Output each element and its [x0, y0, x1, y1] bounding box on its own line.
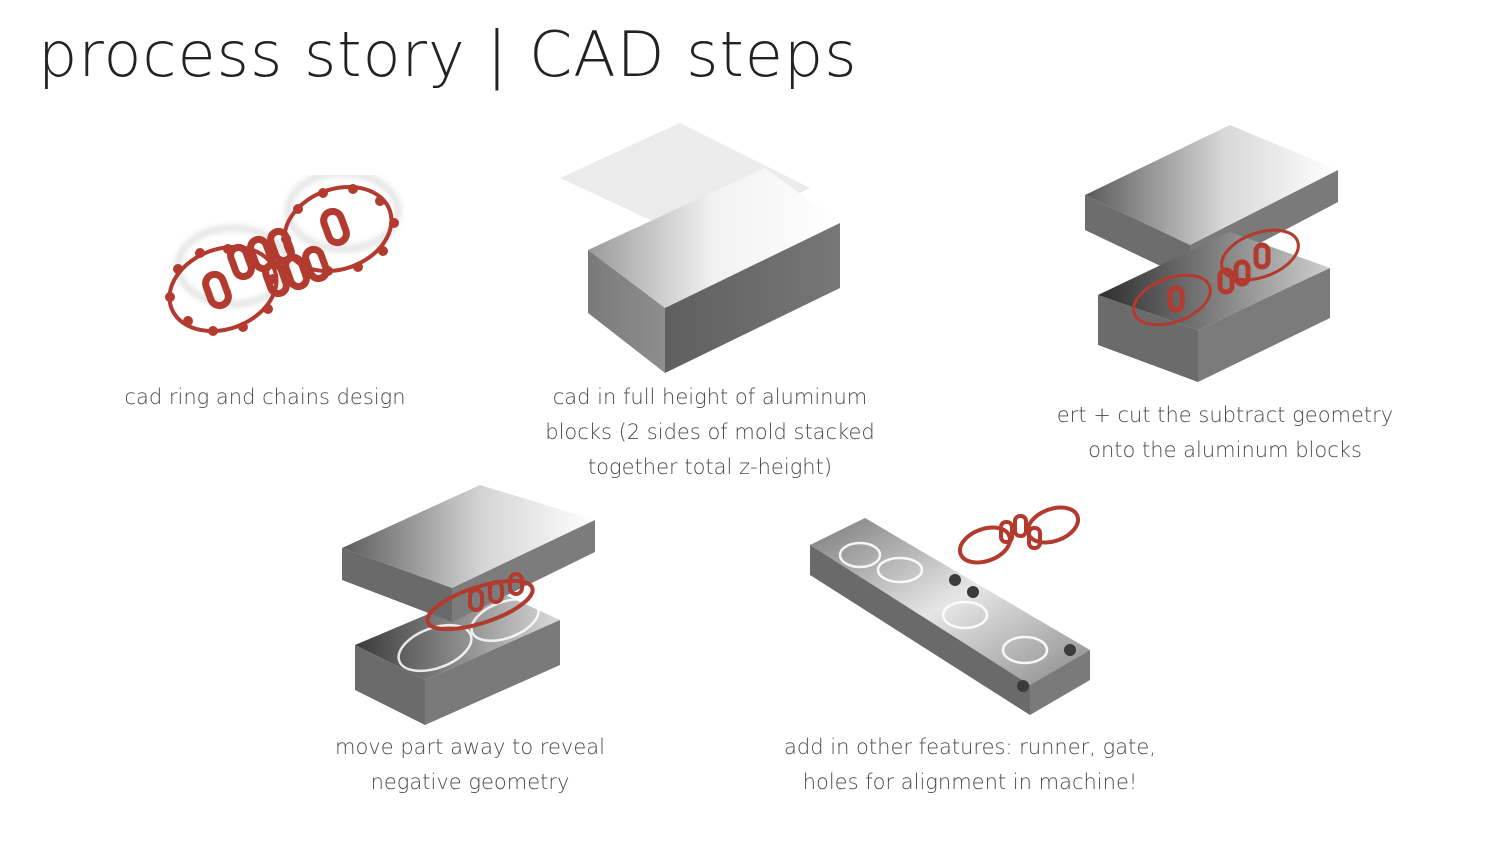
chain-design-svg — [165, 175, 401, 336]
embedded-chain — [1132, 228, 1300, 327]
step-4-caption: move part away to reveal negative geomet… — [335, 735, 605, 794]
negative-geometry-svg — [342, 485, 595, 725]
alignment-holes — [949, 574, 1076, 692]
features-plate-svg — [810, 505, 1090, 715]
subtract-geometry-render — [1080, 120, 1350, 390]
mold-cavities — [838, 541, 1049, 665]
chain-links — [202, 207, 350, 310]
ring-beads — [165, 184, 399, 336]
aluminum-block-render — [550, 118, 850, 378]
upper-block-front — [1085, 195, 1190, 280]
block-top-face — [588, 168, 840, 308]
page-title: process story | CAD steps — [38, 18, 858, 91]
moved-chain — [425, 572, 535, 632]
chain-design-render — [150, 175, 410, 345]
step-1-caption: cad ring and chains design — [124, 385, 406, 409]
block-side-face — [665, 223, 840, 373]
upper-mold-side — [452, 520, 595, 622]
lower-block-side — [1198, 268, 1330, 382]
negative-geometry-render — [340, 470, 610, 730]
lower-block-top — [1098, 232, 1330, 330]
lower-mold-side — [425, 620, 560, 725]
step-2-caption: cad in full height of aluminum blocks (2… — [545, 385, 875, 479]
upper-mold-front — [342, 548, 452, 622]
lower-mold-front — [355, 645, 425, 725]
upper-mold-top — [342, 485, 595, 588]
subtract-geometry-svg — [1085, 125, 1338, 382]
features-plate-render — [805, 500, 1095, 720]
plate-side-face — [1030, 650, 1090, 715]
step-3-caption: ert + cut the subtract geometry onto the… — [1056, 403, 1394, 462]
upper-block-top — [1085, 125, 1338, 245]
feature-chain — [957, 505, 1081, 565]
aluminum-block-svg — [560, 123, 840, 373]
plate-front-face — [810, 545, 1030, 715]
lower-block-front — [1098, 295, 1198, 382]
step-5-caption: add in other features: runner, gate, hol… — [784, 735, 1156, 794]
block-front-face — [588, 250, 665, 373]
plate-top-face — [810, 518, 1090, 685]
